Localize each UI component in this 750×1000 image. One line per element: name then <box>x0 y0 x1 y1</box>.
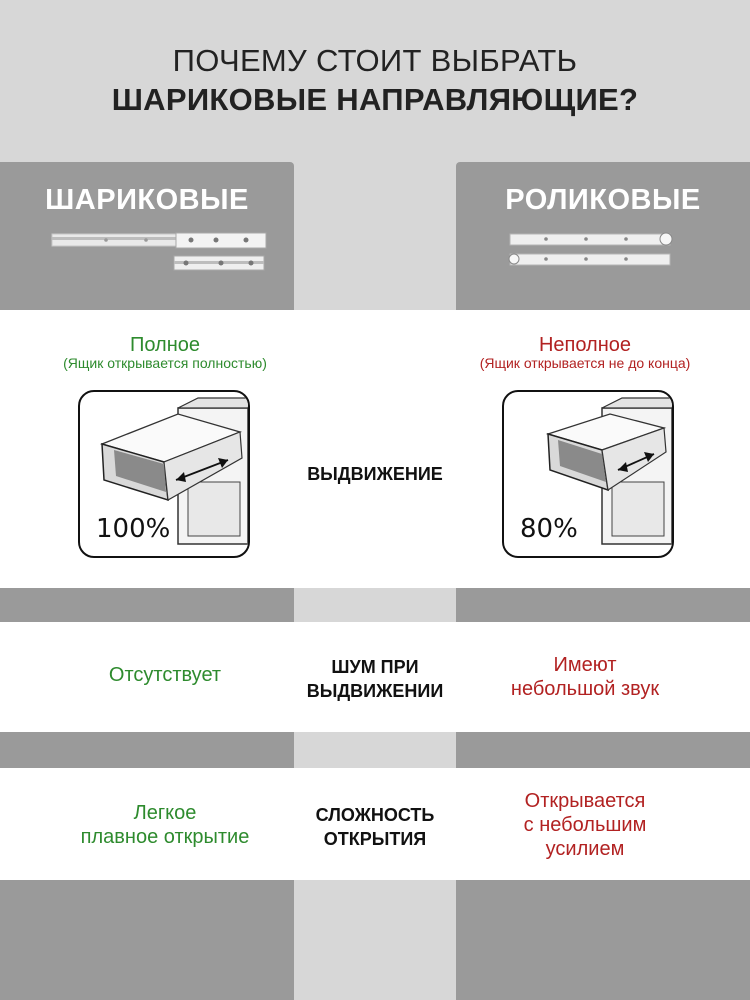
headline-line-2: ШАРИКОВЫЕ НАПРАВЛЯЮЩИЕ? <box>111 82 639 117</box>
ball-noise-value: Отсутствует <box>108 664 222 686</box>
feature-ease-line-1: СЛОЖНОСТЬ <box>315 805 435 825</box>
roller-title: РОЛИКОВЫЕ <box>505 184 701 216</box>
noise-row <box>0 622 750 732</box>
drawer-partial-open-icon <box>545 397 672 545</box>
headline-line-1: ПОЧЕМУ СТОИТ ВЫБРАТЬ <box>172 43 578 78</box>
feature-noise-line-1: ШУМ ПРИ <box>331 657 419 677</box>
partial-extension-drawer-card: 80% <box>502 390 674 558</box>
ball-extension-value: Полное <box>129 334 201 356</box>
ball-bearing-slide-image <box>51 232 267 271</box>
ease-row <box>0 768 750 880</box>
roller-slide-image <box>508 232 673 266</box>
drawer-full-open-icon <box>99 397 248 545</box>
ball-ease-line-1: Легкое <box>133 802 197 824</box>
feature-ease-label: СЛОЖНОСТЬ ОТКРЫТИЯ <box>294 803 456 851</box>
partial-extension-percent: 80% <box>520 514 578 544</box>
feature-noise-label: ШУМ ПРИ ВЫДВИЖЕНИИ <box>294 655 456 703</box>
full-extension-percent: 100% <box>96 514 171 544</box>
feature-noise-line-2: ВЫДВИЖЕНИИ <box>306 681 444 701</box>
feature-extension-label: ВЫДВИЖЕНИЕ <box>307 464 443 484</box>
ball-ease-value: Легкое плавное открытие <box>0 801 330 849</box>
ball-bearing-title: ШАРИКОВЫЕ <box>45 184 249 216</box>
roller-extension-value: Неполное <box>538 334 632 356</box>
roller-noise-line-1: Имеют <box>553 654 617 676</box>
roller-ease-line-1: Открывается <box>524 790 646 812</box>
roller-extension-note: (Ящик открывается не до конца) <box>479 355 691 371</box>
roller-ease-line-3: усилием <box>545 838 625 860</box>
roller-noise-line-2: небольшой звук <box>510 678 660 700</box>
full-extension-drawer-card: 100% <box>78 390 250 558</box>
roller-ease-line-2: с небольшим <box>523 814 647 836</box>
ball-ease-line-2: плавное открытие <box>80 826 250 848</box>
roller-ease-value: Открывается с небольшим усилием <box>420 789 750 861</box>
roller-noise-value: Имеют небольшой звук <box>420 653 750 701</box>
feature-ease-line-2: ОТКРЫТИЯ <box>323 829 427 849</box>
ball-extension-note: (Ящик открывается полностью) <box>63 355 267 371</box>
